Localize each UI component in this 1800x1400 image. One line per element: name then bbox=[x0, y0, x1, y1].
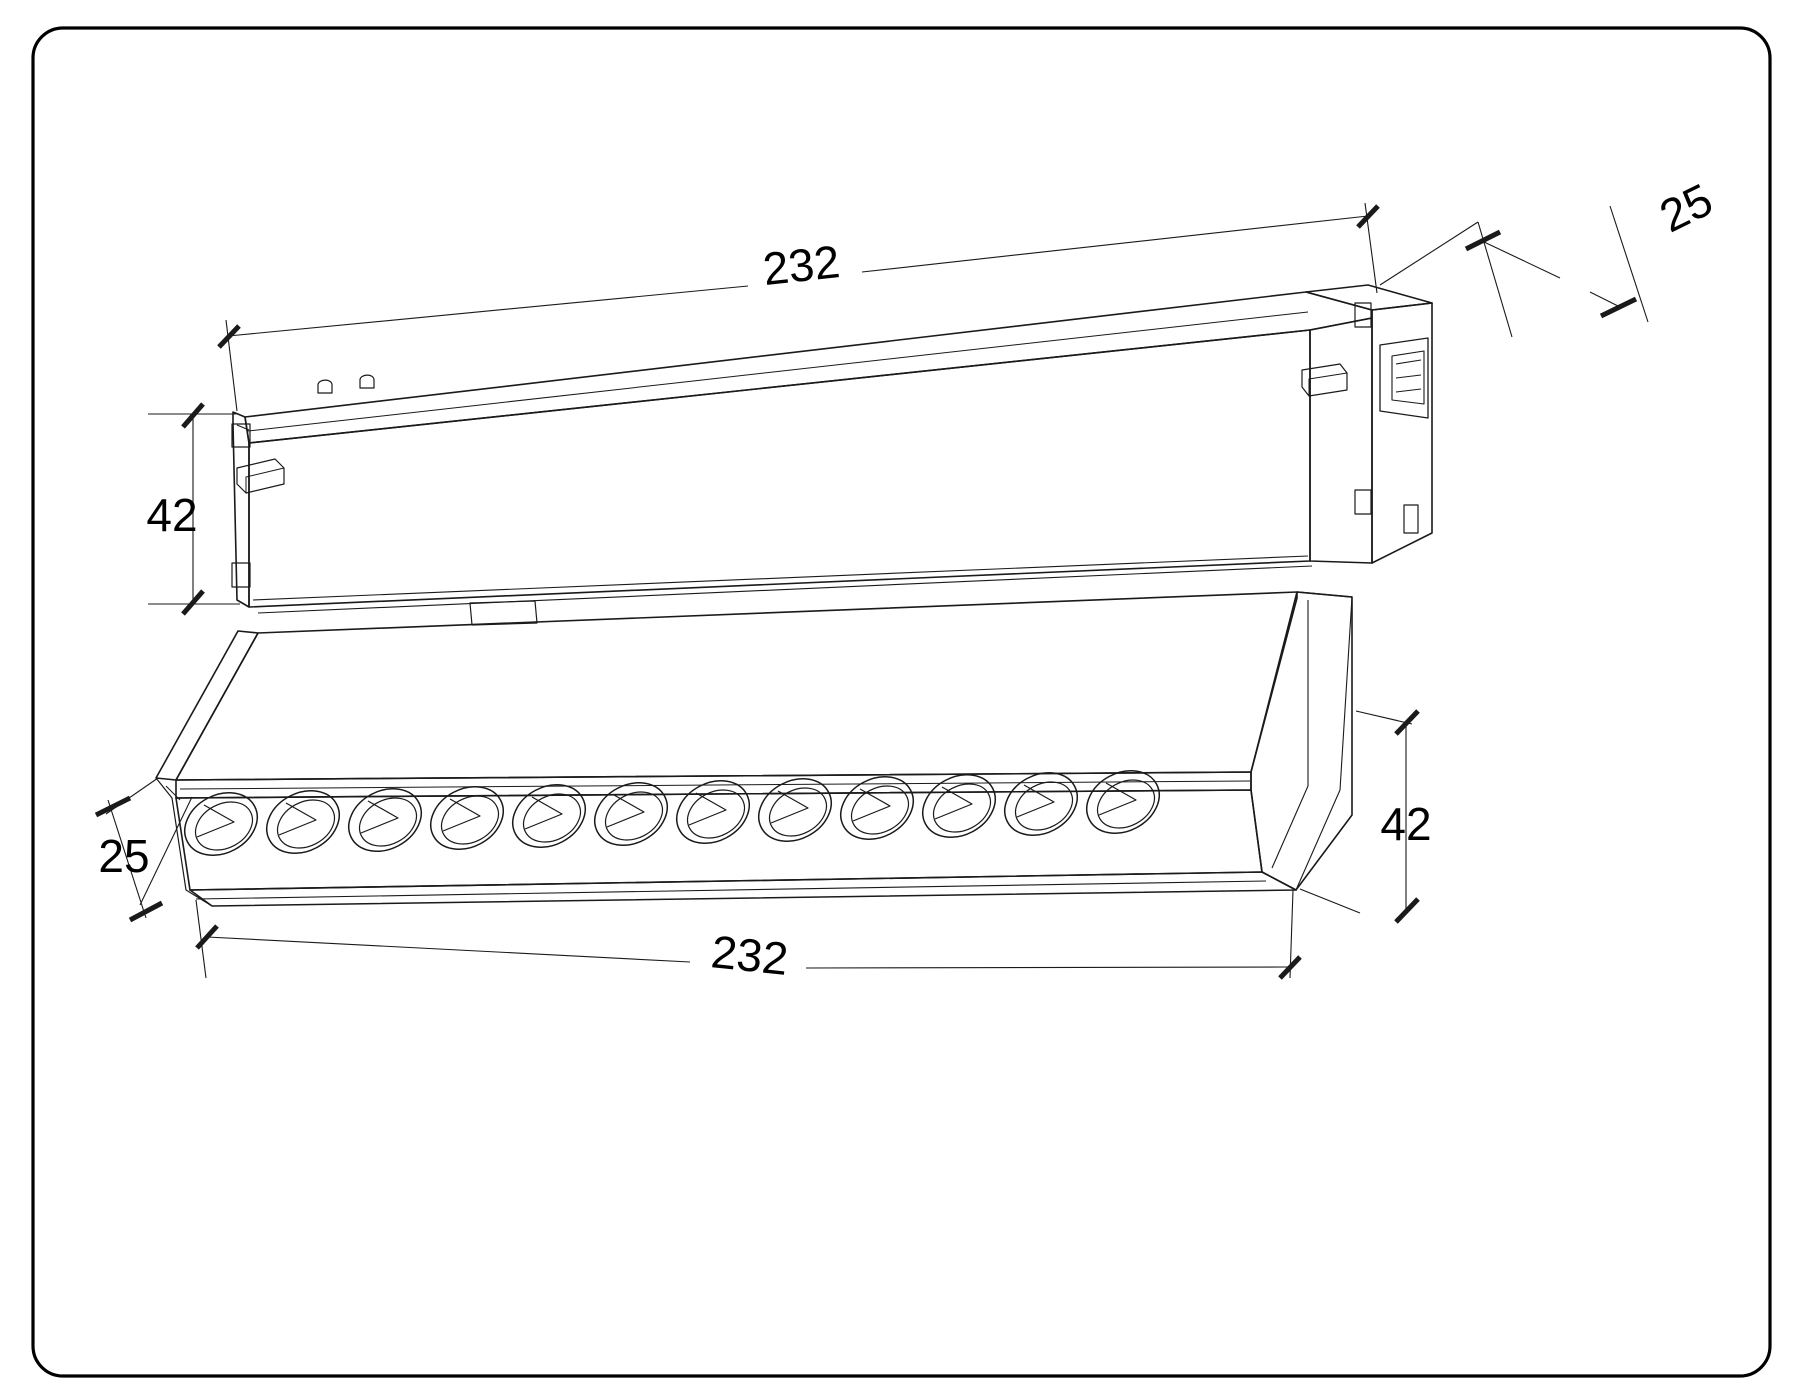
upper-right-tab-lower bbox=[1354, 489, 1372, 515]
upper-right-connector-outline bbox=[1379, 337, 1429, 419]
dim-25-bottom-leader-b bbox=[139, 796, 193, 906]
lens-6 bbox=[594, 782, 668, 846]
upper-left-contact-block-edge bbox=[245, 467, 285, 493]
upper-right-contact-block bbox=[1301, 363, 1348, 397]
dim-25-top-line-b bbox=[1589, 291, 1621, 308]
lens-array bbox=[184, 770, 1160, 856]
dim-height-dimension-right-label: 42 bbox=[1380, 798, 1431, 850]
dim-232-bottom-ext-left bbox=[195, 899, 207, 979]
lens-2 bbox=[266, 790, 340, 854]
lower-left-corner-b bbox=[165, 785, 181, 801]
lens-5 bbox=[512, 784, 586, 848]
upper-body-top-seam bbox=[247, 311, 1309, 432]
upper-right-tab-far bbox=[1403, 504, 1419, 534]
lens-7 bbox=[676, 780, 750, 844]
upper-left-endcap bbox=[232, 411, 250, 608]
upper-top-pin-b bbox=[359, 374, 375, 389]
lens-1 bbox=[184, 792, 258, 856]
upper-left-endcap-inner bbox=[236, 424, 250, 431]
dim-25-bottom-line bbox=[107, 799, 147, 919]
lower-view-group bbox=[155, 591, 1353, 907]
dimension-lines bbox=[94, 202, 1649, 980]
dim-length-dimension-bottom-label: 232 bbox=[709, 925, 791, 985]
upper-left-contact-block bbox=[236, 458, 285, 494]
upper-body-top-face bbox=[244, 291, 1373, 444]
lower-left-corner-a bbox=[155, 777, 213, 907]
upper-right-connector-slot-1 bbox=[1395, 359, 1422, 365]
dim-232-bottom-line-b bbox=[805, 966, 1289, 969]
dim-232-bottom-tick-left bbox=[195, 924, 219, 950]
dim-232-top-tick-right bbox=[1356, 204, 1380, 229]
upper-right-tab-upper bbox=[1354, 302, 1372, 328]
upper-left-tab-lower bbox=[231, 562, 251, 588]
dim-42-left-tick-top bbox=[181, 402, 205, 429]
dimension-labels: 232 25 42 25 42 232 bbox=[98, 173, 1720, 985]
dim-42-right-leader-top bbox=[1355, 710, 1413, 725]
lens-12 bbox=[1086, 770, 1160, 834]
upper-body-bottom-lip bbox=[252, 555, 1309, 601]
upper-right-contact-block-edge bbox=[1308, 372, 1348, 396]
frame-border bbox=[31, 26, 1772, 1378]
upper-top-pin-a bbox=[317, 379, 333, 394]
lens-3 bbox=[348, 788, 422, 852]
dim-height-dimension-left-label: 42 bbox=[146, 489, 197, 541]
lower-body-bottom-face-2 bbox=[195, 880, 1267, 900]
lower-right-endcap-top bbox=[1296, 591, 1353, 598]
dim-42-right-leader-bottom bbox=[1299, 888, 1361, 914]
dim-25-bottom-tick-b bbox=[128, 900, 164, 923]
lens-10 bbox=[922, 774, 996, 838]
upper-right-connector-slot-3 bbox=[1395, 388, 1422, 393]
dim-232-top-line-a bbox=[227, 285, 749, 337]
lens-4 bbox=[430, 786, 504, 850]
dim-232-bottom-line-a bbox=[206, 936, 691, 963]
upper-view-group bbox=[231, 284, 1433, 626]
dim-232-bottom-ext-right bbox=[1289, 889, 1294, 979]
dim-depth-dimension-top-label: 25 bbox=[1652, 173, 1721, 242]
dim-232-top-line-b bbox=[861, 215, 1369, 273]
dim-25-top-ext-b bbox=[1609, 205, 1649, 323]
lower-body-back-face bbox=[175, 591, 1298, 781]
upper-body-center-boss bbox=[469, 600, 538, 626]
upper-right-connector-slot-2 bbox=[1395, 374, 1422, 379]
lower-front-band-seam bbox=[179, 780, 1251, 790]
lens-8 bbox=[758, 778, 832, 842]
upper-left-tab-upper bbox=[231, 423, 251, 448]
lens-11 bbox=[1004, 772, 1078, 836]
upper-body-bottom-lip-2 bbox=[257, 565, 1313, 614]
upper-right-endcap-top bbox=[1305, 284, 1433, 311]
upper-right-connector-inner bbox=[1391, 350, 1425, 405]
dim-depth-dimension-bottom-label: 25 bbox=[98, 830, 149, 882]
dim-length-dimension-top-label: 232 bbox=[760, 235, 842, 295]
lower-body-bottom-face bbox=[189, 871, 1297, 907]
dim-25-top-tick-b bbox=[1599, 296, 1638, 319]
dim-42-left-tick-bottom bbox=[181, 589, 205, 616]
dim-25-top-line-a bbox=[1481, 240, 1561, 279]
lens-9 bbox=[840, 776, 914, 840]
dim-42-right-tick-bottom bbox=[1394, 897, 1420, 924]
dim-232-bottom-tick-right bbox=[1278, 955, 1302, 980]
dim-25-top-tick-a bbox=[1464, 229, 1502, 252]
dim-232-top-tick-left bbox=[217, 324, 241, 349]
upper-right-endcap-body bbox=[1309, 317, 1373, 564]
dim-25-bottom-tick-a bbox=[94, 795, 132, 818]
dim-25-top-leader bbox=[1379, 221, 1479, 286]
lower-right-endcap bbox=[1250, 591, 1353, 891]
lower-right-endcap-inner bbox=[1271, 600, 1309, 869]
lower-right-endcap-fold bbox=[1295, 596, 1353, 891]
lower-body-left-endfacet bbox=[155, 630, 259, 781]
dim-42-right-tick-top bbox=[1394, 709, 1420, 736]
